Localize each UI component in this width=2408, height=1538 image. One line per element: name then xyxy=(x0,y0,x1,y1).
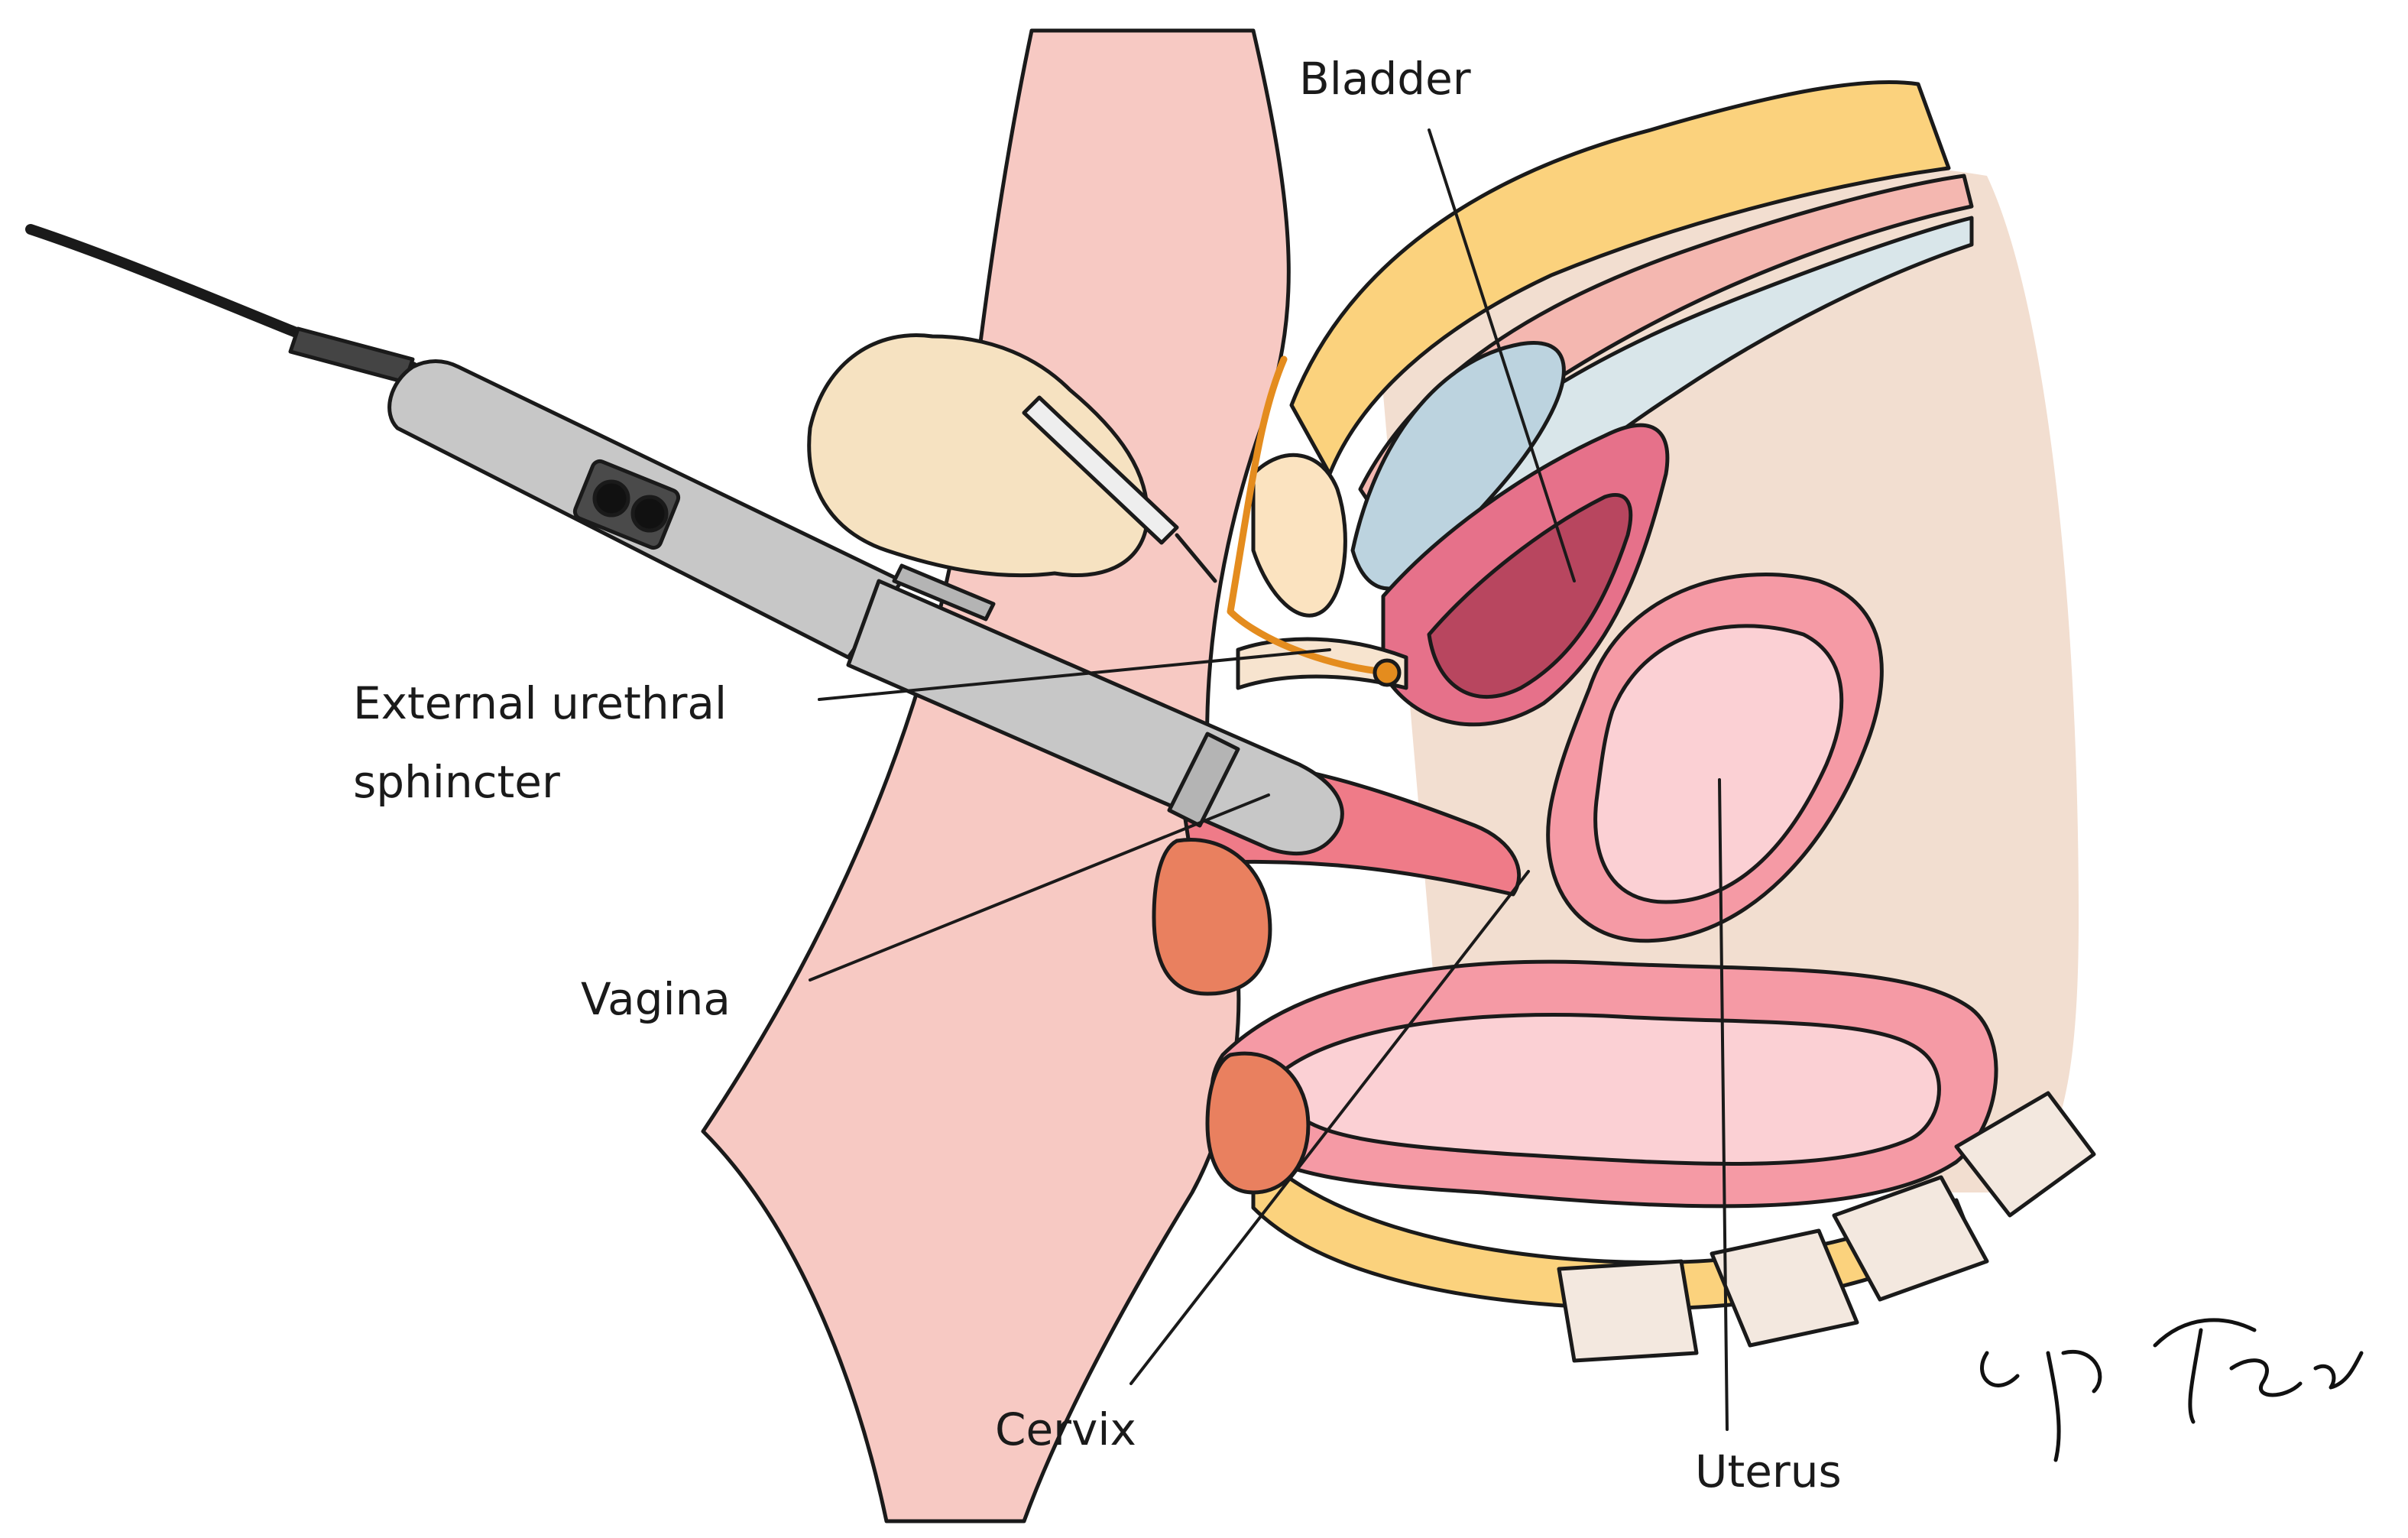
vertebra-1 xyxy=(1954,1091,2096,1218)
uterus-inner xyxy=(1593,624,1844,904)
probe-clip xyxy=(892,563,996,621)
leader-vagina xyxy=(809,793,1270,982)
leader-uterus xyxy=(1718,778,1729,1431)
label-cervix: Cervix xyxy=(995,1403,1136,1455)
label-uterus: Uterus xyxy=(1695,1446,1842,1497)
catheter-balloon xyxy=(1373,658,1402,687)
label-vagina: Vagina xyxy=(581,973,731,1025)
anal-canal xyxy=(1152,838,1272,996)
probe-collar xyxy=(1167,732,1240,828)
rectum-inner xyxy=(1276,1013,1941,1166)
vertebra-4 xyxy=(1557,1259,1699,1363)
urethra xyxy=(1236,637,1408,690)
probe-button-2 xyxy=(630,495,669,533)
artist-signature xyxy=(1980,1318,2364,1462)
lower-anal-area xyxy=(1205,1051,1311,1195)
syringe-needle xyxy=(1175,533,1217,583)
vertebra-3 xyxy=(1710,1228,1859,1348)
bladder-lumen xyxy=(1427,493,1633,699)
vertebra-2 xyxy=(1832,1175,1989,1302)
label-external-urethral-line2: sphincter xyxy=(353,756,560,808)
syringe-body xyxy=(1022,395,1179,545)
cable-strain-relief xyxy=(288,326,415,384)
label-external-urethral-line1: External urethral xyxy=(353,677,728,729)
leader-external-urethral xyxy=(818,648,1331,701)
pubic-fat xyxy=(1289,80,1951,476)
leader-cervix xyxy=(1129,870,1530,1385)
leader-bladder xyxy=(1428,128,1576,582)
label-bladder: Bladder xyxy=(1299,53,1471,105)
probe-button-1 xyxy=(592,479,630,518)
urinary-catheter xyxy=(1227,355,1395,677)
pubic-bone xyxy=(1251,453,1347,618)
